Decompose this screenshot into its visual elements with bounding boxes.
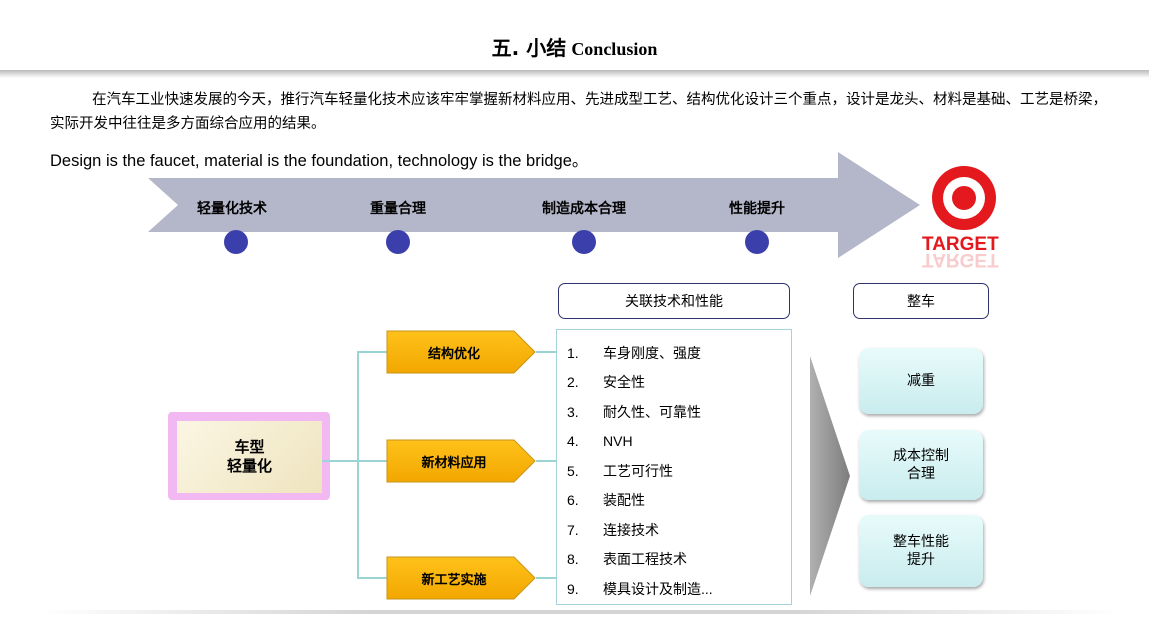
flow-triangle (810, 356, 850, 596)
source-line-1: 车型 (234, 438, 265, 456)
list-item: 7.连接技术 (567, 521, 659, 538)
summary-english: Design is the faucet, material is the fo… (50, 152, 589, 170)
method-new-process: 新工艺实施 (386, 556, 536, 600)
page-title: 五. 小结 Conclusion (0, 32, 1149, 61)
connector-line (536, 351, 558, 353)
result-line-1: 减重 (907, 373, 935, 389)
bottom-divider (40, 610, 1120, 614)
connector-line (357, 351, 387, 353)
list-item: 4.NVH (567, 433, 633, 450)
connector-line (536, 460, 558, 462)
connector-line (357, 577, 387, 579)
related-tech-header-label: 关联技术和性能 (625, 294, 723, 310)
connector-line (536, 577, 558, 579)
result-cost-control: 成本控制 合理 (859, 430, 983, 500)
vehicle-header: 整车 (853, 283, 989, 319)
stage-dot (745, 230, 769, 254)
target-logo: TARGET TARGET (912, 162, 1016, 274)
vehicle-header-label: 整车 (907, 294, 935, 310)
logo-reflection: TARGET (922, 249, 999, 270)
result-line-2: 合理 (907, 466, 935, 482)
logo-text: TARGET (922, 234, 999, 255)
list-item: 3.耐久性、可靠性 (567, 403, 701, 420)
stage-dot (572, 230, 596, 254)
result-line-1: 成本控制 (893, 448, 949, 464)
result-performance: 整车性能 提升 (859, 515, 983, 587)
result-weight-reduction: 减重 (859, 348, 983, 414)
method-label: 结构优化 (427, 346, 480, 362)
list-item: 9.模具设计及制造... (567, 580, 713, 597)
vehicle-lightweight-box: 车型 轻量化 (177, 421, 322, 493)
connector-line (357, 351, 359, 578)
list-item: 5.工艺可行性 (567, 462, 673, 479)
title-chinese: 五. 小结 (491, 36, 567, 60)
stage-dot (386, 230, 410, 254)
related-tech-list: 1.车身刚度、强度 2.安全性 3.耐久性、可靠性 4.NVH 5.工艺可行性 … (556, 329, 792, 605)
result-line-1: 整车性能 (893, 534, 949, 550)
list-item: 1.车身刚度、强度 (567, 344, 701, 361)
process-arrow (148, 152, 920, 258)
method-structure-optimization: 结构优化 (386, 330, 536, 374)
stage-label-lightweight-tech: 轻量化技术 (197, 201, 267, 217)
stage-label-weight: 重量合理 (370, 201, 426, 217)
title-divider (0, 70, 1149, 78)
stage-label-cost: 制造成本合理 (542, 201, 626, 217)
method-new-material: 新材料应用 (386, 439, 536, 483)
result-line-2: 提升 (907, 552, 935, 568)
list-item: 2.安全性 (567, 374, 645, 391)
connector-line (357, 460, 387, 462)
stage-dot (224, 230, 248, 254)
source-line-2: 轻量化 (226, 457, 272, 475)
method-label: 新工艺实施 (421, 572, 487, 588)
stage-label-performance: 性能提升 (729, 201, 785, 217)
method-label: 新材料应用 (421, 455, 487, 471)
summary-paragraph: 在汽车工业快速发展的今天，推行汽车轻量化技术应该牢牢掌握新材料应用、先进成型工艺… (50, 92, 1107, 132)
related-tech-header: 关联技术和性能 (558, 283, 790, 319)
list-item: 6.装配性 (567, 492, 645, 509)
title-english: Conclusion (571, 39, 658, 59)
list-item: 8.表面工程技术 (567, 551, 687, 568)
connector-line (322, 460, 358, 462)
